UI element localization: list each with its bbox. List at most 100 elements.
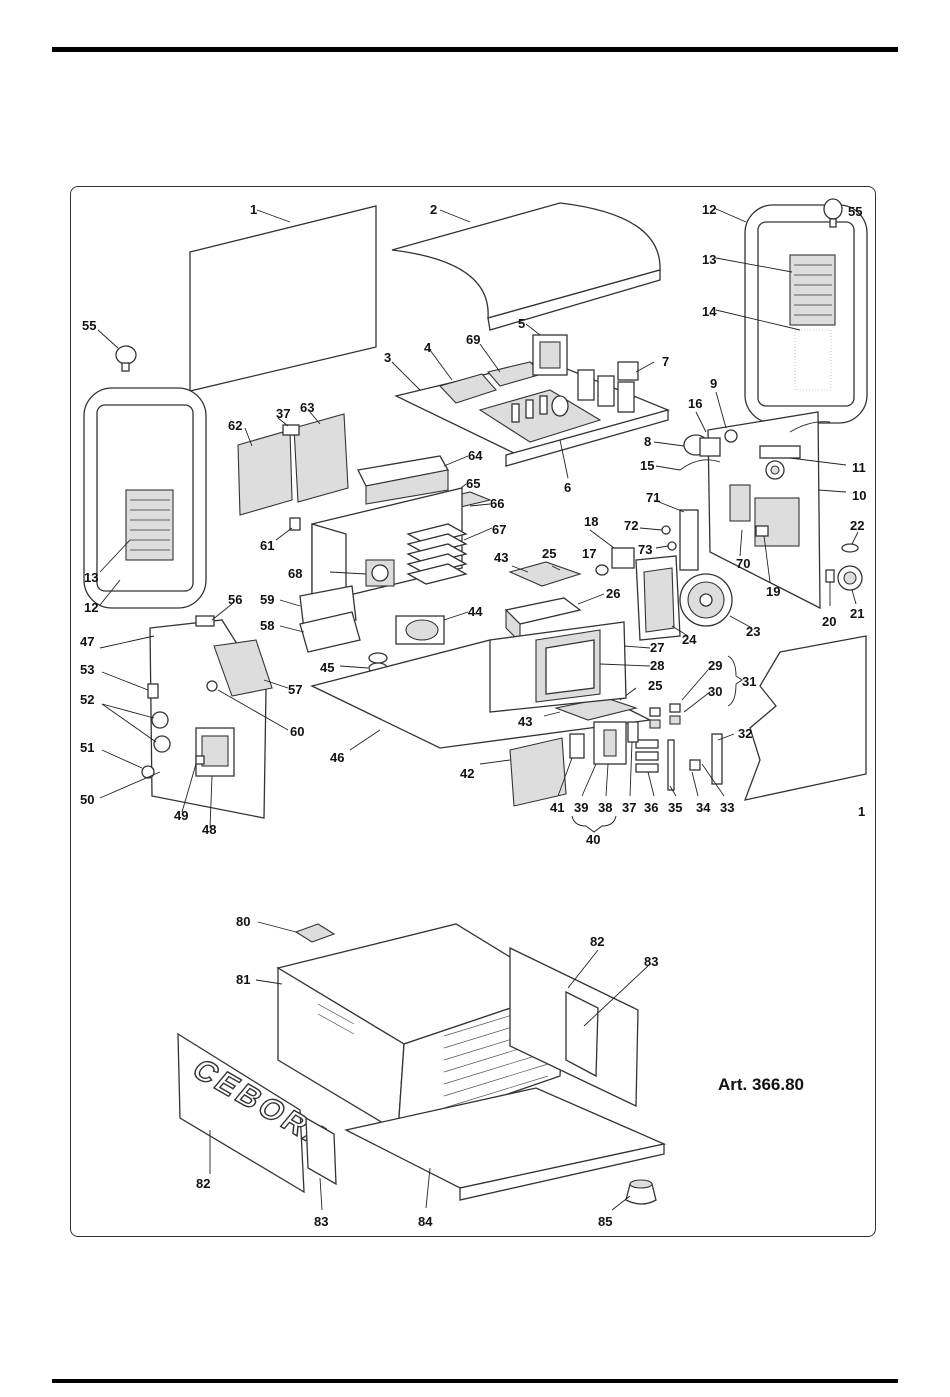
callout-56: 56 <box>228 592 242 607</box>
callout-82-front: 82 <box>196 1176 210 1191</box>
callout-21: 21 <box>850 606 864 621</box>
callout-9: 9 <box>710 376 717 391</box>
callout-25-top: 25 <box>542 546 556 561</box>
part-rubber-pad <box>258 922 334 942</box>
callout-2: 2 <box>430 202 437 217</box>
callout-18: 18 <box>584 514 598 529</box>
part-support-plates <box>280 586 360 652</box>
callout-72: 72 <box>624 518 638 533</box>
callout-12-right: 12 <box>702 202 716 217</box>
callout-19: 19 <box>766 584 780 599</box>
callout-65: 65 <box>466 476 480 491</box>
callout-30: 30 <box>708 684 722 699</box>
callout-67: 67 <box>492 522 506 537</box>
part-rubber-foot <box>612 1180 656 1210</box>
callout-33: 33 <box>720 800 734 815</box>
callout-13-right: 13 <box>702 252 716 267</box>
callout-3: 3 <box>384 350 391 365</box>
callout-71: 71 <box>646 490 660 505</box>
callout-49: 49 <box>174 808 188 823</box>
callout-26: 26 <box>606 586 620 601</box>
callout-6: 6 <box>564 480 571 495</box>
callout-64: 64 <box>468 448 483 463</box>
callout-47: 47 <box>80 634 94 649</box>
callout-17: 17 <box>582 546 596 561</box>
part-side-panel-right <box>745 636 866 800</box>
callout-43-bottom: 43 <box>518 714 532 729</box>
callout-10: 10 <box>852 488 866 503</box>
callout-37-bottom: 37 <box>622 800 636 815</box>
callout-13-left: 13 <box>84 570 98 585</box>
callout-53: 53 <box>80 662 94 677</box>
callout-1-right: 1 <box>858 804 865 819</box>
callout-51: 51 <box>80 740 94 755</box>
callout-68: 68 <box>288 566 302 581</box>
callout-8: 8 <box>644 434 651 449</box>
callout-29: 29 <box>708 658 722 673</box>
bottom-rule <box>52 1379 898 1383</box>
callout-35: 35 <box>668 800 682 815</box>
callout-43-top: 43 <box>494 550 508 565</box>
callout-4: 4 <box>424 340 432 355</box>
callout-61: 61 <box>260 538 274 553</box>
callout-62: 62 <box>228 418 242 433</box>
part-small-bracket <box>276 518 300 540</box>
callout-46: 46 <box>330 750 344 765</box>
callout-20: 20 <box>822 614 836 629</box>
callout-16: 16 <box>688 396 702 411</box>
callout-82-rear: 82 <box>590 934 604 949</box>
callout-52: 52 <box>80 692 94 707</box>
callout-63: 63 <box>300 400 314 415</box>
callout-14: 14 <box>702 304 717 319</box>
article-number-label: Art. 366.80 <box>718 1075 804 1094</box>
part-front-frame <box>84 388 206 608</box>
callout-45: 45 <box>320 660 334 675</box>
callout-1: 1 <box>250 202 257 217</box>
part-inductor <box>396 612 468 644</box>
callout-83-rear: 83 <box>644 954 658 969</box>
callout-83-front: 83 <box>314 1214 328 1229</box>
part-rear-connectors <box>826 532 862 606</box>
callout-84: 84 <box>418 1214 433 1229</box>
callout-5: 5 <box>518 316 525 331</box>
part-solenoid <box>590 530 634 575</box>
callout-50: 50 <box>80 792 94 807</box>
callout-41: 41 <box>550 800 564 815</box>
callout-48: 48 <box>202 822 216 837</box>
callout-42: 42 <box>460 766 474 781</box>
callout-80: 80 <box>236 914 250 929</box>
part-heatsink-fins <box>408 524 492 584</box>
callout-37-top: 37 <box>276 406 290 421</box>
callout-27: 27 <box>650 640 664 655</box>
callout-44: 44 <box>468 604 483 619</box>
callout-31: 31 <box>742 674 756 689</box>
callout-69: 69 <box>466 332 480 347</box>
callout-25-bottom: 25 <box>648 678 662 693</box>
callout-7: 7 <box>662 354 669 369</box>
callout-59: 59 <box>260 592 274 607</box>
callout-32: 32 <box>738 726 752 741</box>
callout-23: 23 <box>746 624 760 639</box>
part-driver-boards <box>238 412 348 515</box>
callout-22: 22 <box>850 518 864 533</box>
callout-58: 58 <box>260 618 274 633</box>
callout-81: 81 <box>236 972 250 987</box>
part-top-cover <box>392 203 660 330</box>
callout-36: 36 <box>644 800 658 815</box>
callout-28: 28 <box>650 658 664 673</box>
callout-66: 66 <box>490 496 504 511</box>
callout-55-right: 55 <box>848 204 862 219</box>
callout-12-left: 12 <box>84 600 98 615</box>
part-side-panel-left <box>190 206 376 391</box>
callout-60: 60 <box>290 724 304 739</box>
callout-34: 34 <box>696 800 711 815</box>
callout-11: 11 <box>852 460 866 475</box>
callout-55-left: 55 <box>82 318 96 333</box>
callout-40: 40 <box>586 832 600 847</box>
callout-15: 15 <box>640 458 654 473</box>
callout-38: 38 <box>598 800 612 815</box>
callout-73: 73 <box>638 542 652 557</box>
callout-70: 70 <box>736 556 750 571</box>
part-lifting-eyebolt-left <box>98 330 136 371</box>
